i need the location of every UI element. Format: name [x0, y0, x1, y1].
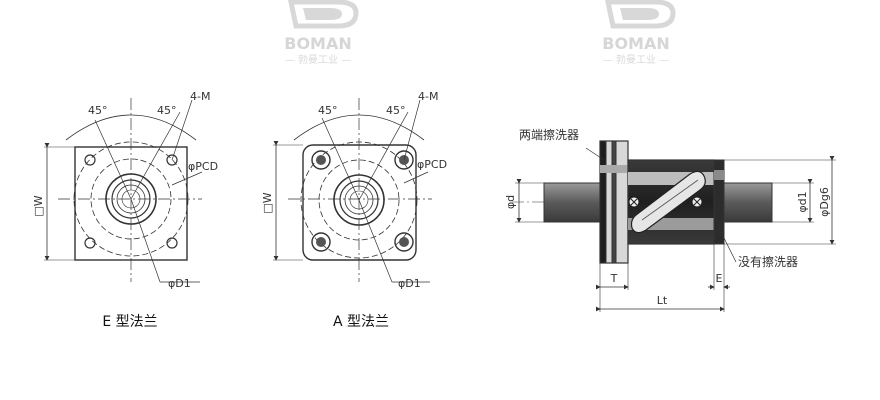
a-angle-right: 45°: [386, 104, 406, 117]
watermark-brand: BOMAN: [602, 34, 670, 53]
a-flange-body: [302, 144, 417, 261]
wiper-both-ends-label: 两端擦洗器: [519, 128, 579, 142]
e-flange-caption: E 型法兰: [102, 314, 157, 330]
watermark-left: BOMAN — 勃曼工业 —: [284, 0, 359, 66]
screw-shaft-right: [721, 182, 773, 223]
bolt-hole: [166, 154, 178, 166]
boman-logo-icon: [288, 0, 359, 29]
bolt-hole: [166, 237, 178, 249]
bolt-hole: [311, 150, 331, 170]
lt-dimension-label: Lt: [657, 294, 668, 307]
a-width-label: □W: [261, 192, 274, 213]
e-angle-right: 45°: [157, 104, 177, 117]
bolt-hole: [394, 232, 414, 252]
no-wiper-label: 没有擦洗器: [738, 254, 798, 269]
phi-dg6-label: φDg6: [818, 187, 831, 217]
a-flange-view: [273, 98, 432, 283]
a-bolt-label: 4-M: [418, 90, 438, 103]
phi-d-label: φd: [504, 195, 517, 209]
a-angle-left: 45°: [318, 104, 338, 117]
a-d1-label: φD1: [398, 277, 421, 290]
boman-logo-icon: [605, 0, 676, 29]
bolt-hole: [84, 237, 96, 249]
e-dimension-label: E: [716, 272, 723, 285]
bolt-hole: [311, 232, 331, 252]
e-angle-left: 45°: [88, 104, 108, 117]
t-dimension-label: T: [610, 272, 618, 285]
watermark-subtitle: — 勃曼工业 —: [285, 53, 351, 66]
e-pcd-label: φPCD: [188, 160, 218, 173]
return-tube: [630, 170, 706, 234]
a-flange-caption: A 型法兰: [333, 314, 389, 330]
nut-end-cap: [713, 159, 725, 245]
side-view: [512, 140, 836, 312]
screw-shaft-left: [543, 182, 607, 223]
watermark-brand: BOMAN: [284, 34, 352, 53]
watermark-right: BOMAN — 勃曼工业 —: [602, 0, 676, 66]
screw-icon: [691, 196, 703, 208]
e-flange-body: [74, 146, 188, 261]
watermark-subtitle: — 勃曼工业 —: [603, 53, 669, 66]
screw-icon: [628, 196, 640, 208]
bolt-hole: [84, 154, 96, 166]
e-bolt-label: 4-M: [190, 90, 210, 103]
a-pcd-label: φPCD: [417, 158, 447, 171]
e-flange-view: [44, 98, 203, 283]
e-d1-label: φD1: [168, 277, 191, 290]
phi-d1-label: φd1: [796, 191, 809, 212]
e-width-label: □W: [32, 195, 45, 216]
